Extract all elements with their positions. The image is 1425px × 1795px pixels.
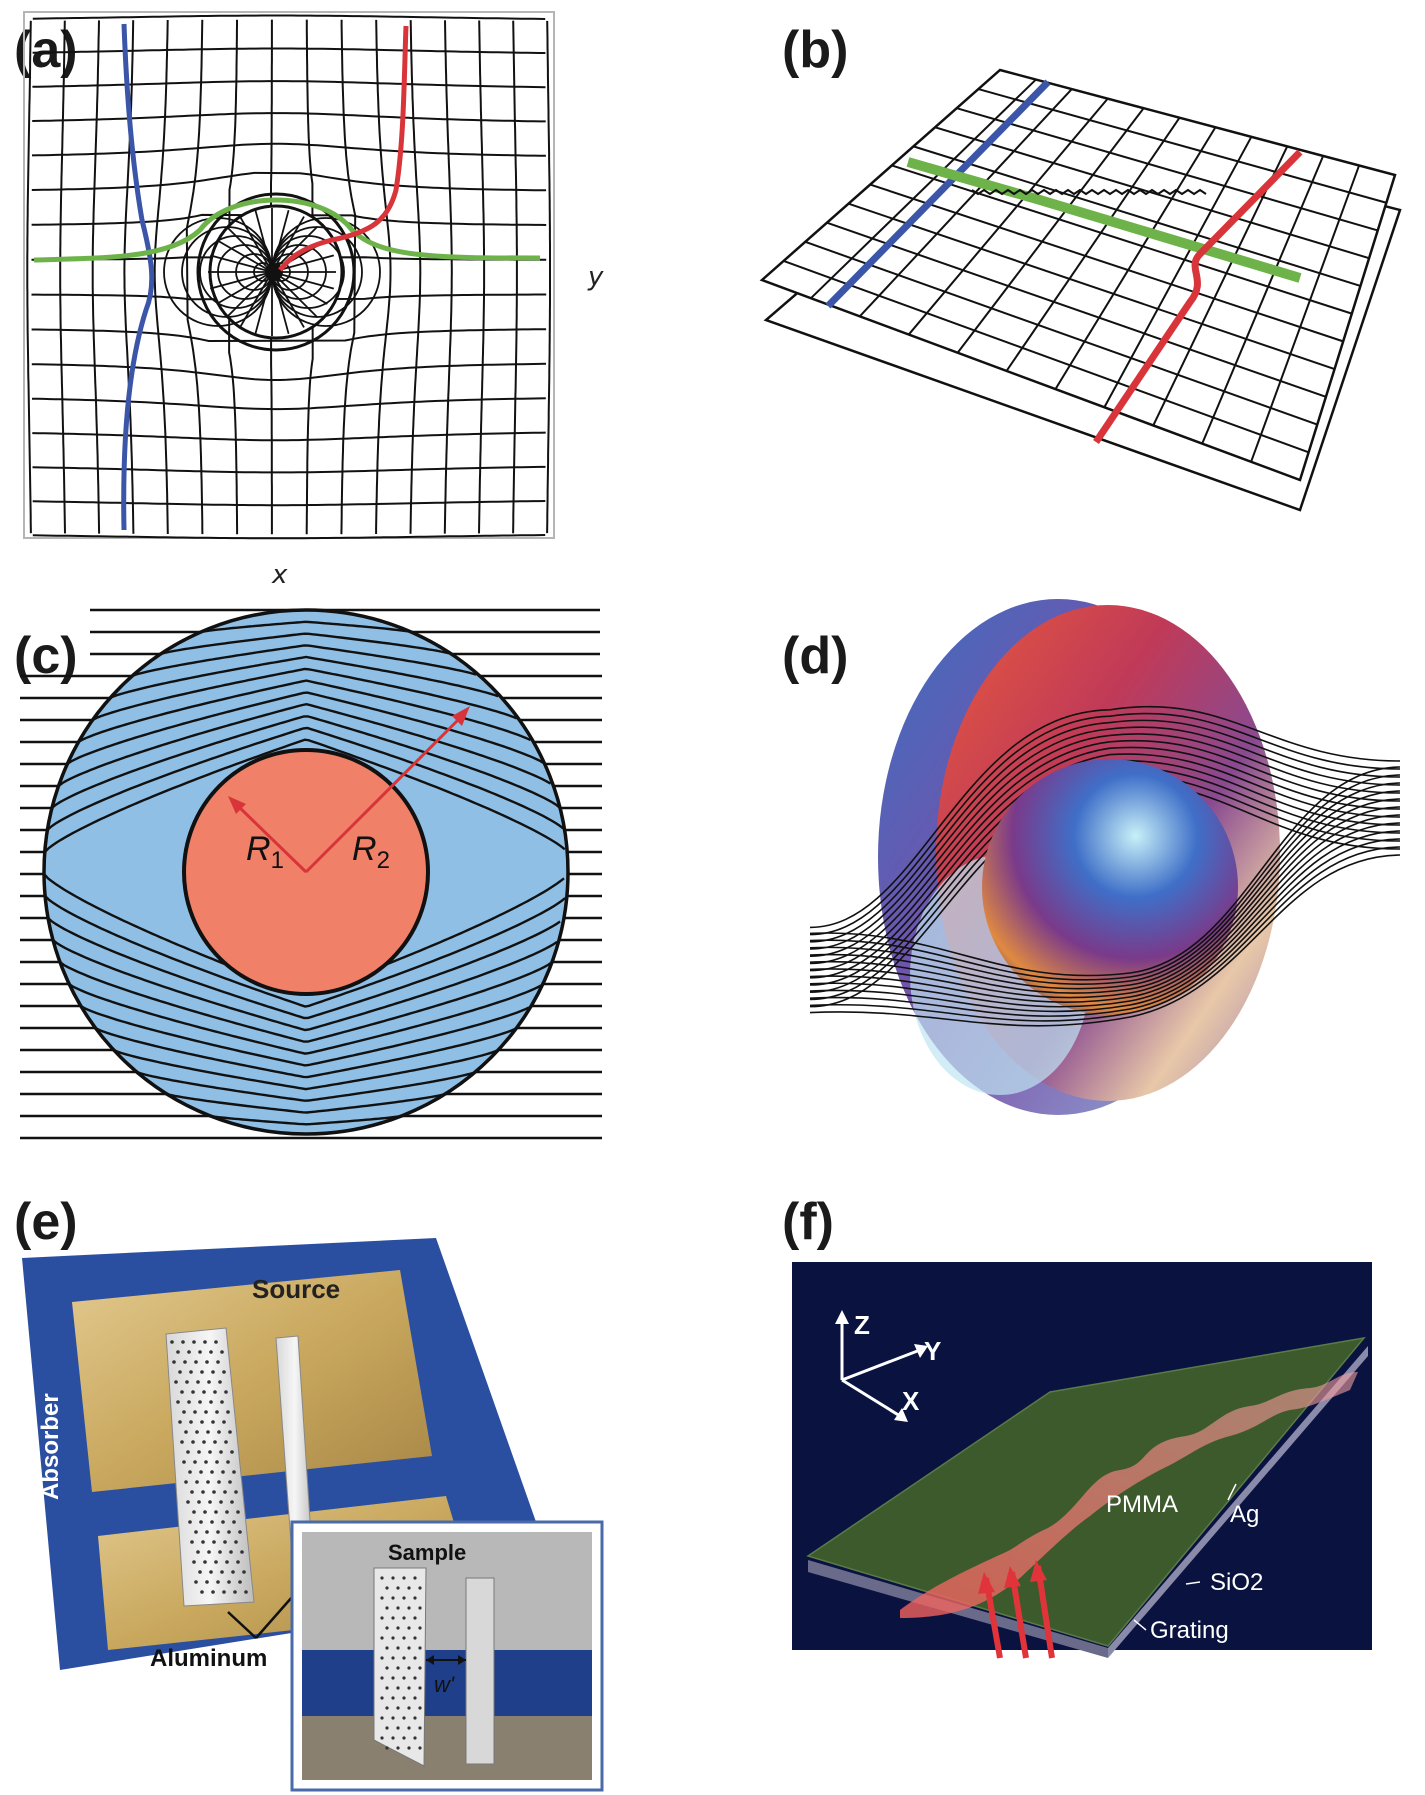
- panel-e-aluminum-label: Aluminum: [150, 1645, 267, 1672]
- panel-a-center-point: [265, 263, 283, 281]
- panel-b-red-line: [1093, 149, 1303, 444]
- panel-b-layered-grid-diagram: [759, 68, 1402, 512]
- panel-a-grid-diagram: [23, 11, 555, 540]
- panel-b-blue-line: [825, 79, 1051, 309]
- panel-a-x-axis-label: x: [272, 560, 288, 590]
- panel-f-y-label: Y: [924, 1336, 941, 1366]
- panel-c-r1-label: R1: [246, 830, 284, 874]
- panel-c-label: (c): [14, 627, 78, 685]
- panel-a-green-line: [33, 197, 541, 263]
- panel-f-waveguide-diagram: Z Y X PMMA Ag SiO2 Grating: [792, 1262, 1372, 1659]
- panel-e-source-label: Source: [252, 1274, 340, 1304]
- panel-f-grating-label: Grating: [1150, 1617, 1229, 1644]
- panel-e-aluminum-arrow-1: [227, 1611, 257, 1639]
- panel-d-label: (d): [782, 627, 849, 685]
- panel-e-inset-perforated-block: [373, 1567, 427, 1767]
- panel-f-sio2-label: SiO2: [1210, 1569, 1263, 1596]
- panel-d-sphere: [982, 759, 1238, 1015]
- panel-f-x-axis: [841, 1378, 901, 1418]
- panel-a-blue-line: [121, 23, 155, 531]
- panel-e-sample-label: Sample: [388, 1540, 466, 1565]
- panel-f-x-label: X: [902, 1386, 920, 1416]
- panel-b-zigzag-seam: [971, 188, 1207, 196]
- panel-b-green-line: [906, 157, 1302, 283]
- panel-e-inset-bar: [465, 1577, 495, 1765]
- panel-f-pmma-label: PMMA: [1106, 1491, 1178, 1518]
- panel-c-cloak-diagram: R1 R2: [20, 608, 602, 1140]
- panel-b-label: (b): [782, 21, 849, 79]
- panel-d-3d-cloak: [809, 599, 1401, 1115]
- panel-e-aluminum-perforated-block: [165, 1327, 255, 1607]
- panel-e-source-plate-top: [72, 1270, 432, 1492]
- panel-c-r2-arrow: [304, 714, 464, 874]
- panel-f-ag-label: Ag: [1230, 1501, 1259, 1528]
- panel-f-substrate-front: [1108, 1346, 1368, 1658]
- panel-f-beam: [900, 1372, 1358, 1618]
- panel-a-y-axis-label: y: [588, 262, 604, 292]
- panel-c-r2-label: R2: [352, 830, 390, 874]
- panel-a-outer-circle: [196, 192, 356, 352]
- panel-e-inset-floor: [302, 1716, 592, 1780]
- panel-b-top-plane: [759, 68, 1397, 482]
- panel-e-experiment-setup: Source Absorber Aluminum Sample w': [22, 1238, 604, 1792]
- panel-c-r2-arrowhead: [452, 706, 470, 726]
- panel-f-z-label: Z: [854, 1310, 870, 1340]
- panel-e-width-label: w': [434, 1672, 455, 1697]
- panel-f-label: (f): [782, 1193, 834, 1251]
- panel-e-absorber-label: Absorber: [37, 1393, 64, 1500]
- panel-c-r1-arrowhead: [228, 796, 246, 814]
- panel-c-r1-arrow: [236, 804, 308, 874]
- panel-a-red-line: [278, 25, 409, 272]
- panel-e-label: (e): [14, 1193, 78, 1251]
- panel-f-y-axis: [841, 1348, 921, 1382]
